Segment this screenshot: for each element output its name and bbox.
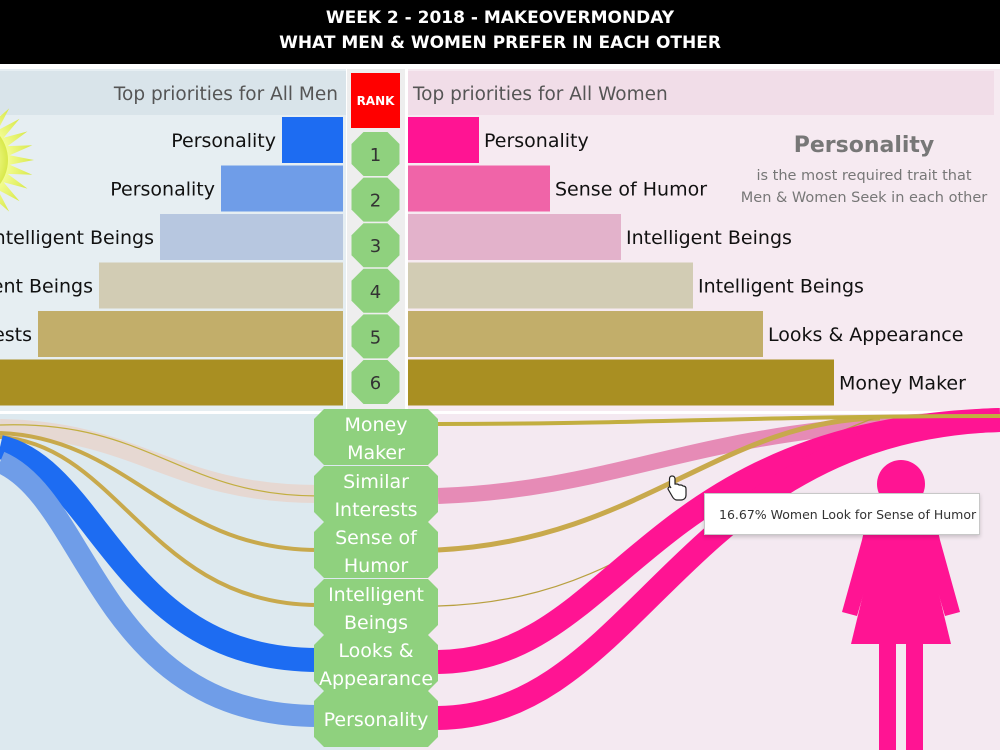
trait-label-2-1: Similar [343,471,409,493]
rank-node-2 [351,177,400,222]
men-bar-2[interactable] [221,165,343,212]
women-bar-label-1: Personality [484,130,589,152]
flow-men-intelligent-beings[interactable] [0,435,319,607]
women-bar-1[interactable] [408,117,479,163]
men-bar-label-5: Similar Interests [0,324,32,346]
header-line-1: WEEK 2 - 2018 - MAKEOVERMONDAY [325,8,675,28]
rank-badge [351,73,400,128]
rank-badge-label: RANK [357,94,396,108]
trait-label-1-1: Money [345,414,408,436]
trait-node-4[interactable] [314,579,438,635]
rank-number-3: 3 [370,236,381,257]
rank-node-6 [351,360,400,404]
flow-men-personality[interactable] [0,451,319,727]
insight-line-1: is the most required trait that [756,168,971,184]
women-bar-4[interactable] [408,262,693,309]
dashboard-header: WEEK 2 - 2018 - MAKEOVERMONDAY WHAT MEN … [0,0,1000,64]
trait-label-2-2: Interests [334,499,417,521]
trait-node-3[interactable] [314,522,438,578]
trait-node-2[interactable] [314,466,438,522]
flow-men-money-maker[interactable] [0,424,319,497]
women-bar-label-5: Looks & Appearance [768,324,963,346]
trait-label-3-1: Sense of [335,527,418,549]
men-bar-6[interactable] [0,359,343,406]
flow-women-money-maker[interactable] [437,414,1000,426]
flow-women-personality[interactable] [437,408,1000,730]
men-bar-label-1: Personality [171,130,276,152]
rank-node-4 [351,268,400,313]
women-bar-label-3: Intelligent Beings [626,227,792,249]
flow-men-looks-appearance[interactable] [0,435,319,672]
men-bar-label-3: Intelligent Beings [0,227,154,249]
trait-label-5-1: Looks & [338,640,413,662]
rank-number-2: 2 [370,191,381,212]
trait-node-1[interactable] [314,409,438,465]
trait-label-6-1: Personality [324,709,429,731]
men-bar-3[interactable] [160,214,343,260]
women-bar-2[interactable] [408,165,550,212]
rank-node-3 [351,223,400,268]
rank-number-1: 1 [370,145,381,166]
men-title: Top priorities for All Men [113,84,338,105]
men-bar-5[interactable] [38,311,343,357]
rank-number-6: 6 [370,373,381,394]
woman-icon [842,460,960,750]
trait-node-5[interactable] [314,635,438,691]
flow-men-sense-of-humor[interactable] [0,431,319,552]
rank-node-1 [351,132,400,176]
women-bar-5[interactable] [408,311,763,357]
hand-cursor-icon [667,475,687,501]
men-bar-1[interactable] [282,117,343,163]
women-title: Top priorities for All Women [412,84,668,105]
women-bar-label-6: Money Maker [839,373,966,395]
header-line-2: WHAT MEN & WOMEN PREFER IN EACH OTHER [279,33,721,53]
trait-label-4-2: Beings [344,612,408,634]
trait-node-6[interactable] [314,691,438,747]
rank-number-5: 5 [370,327,381,348]
women-bar-label-2: Sense of Humor [555,179,707,201]
rank-number-4: 4 [370,282,381,303]
women-bar-3[interactable] [408,214,621,260]
men-header-band [0,71,346,115]
sun-icon [0,108,34,212]
trait-label-4-1: Intelligent [328,584,424,606]
men-bar-label-4: Intelligent Beings [0,276,93,298]
tooltip: 16.67% Women Look for Sense of Humor [704,493,980,535]
women-bar-label-4: Intelligent Beings [698,276,864,298]
rank-node-5 [351,314,400,359]
men-bar-label-2: Personality [110,179,215,201]
women-header-band [408,71,994,115]
insight-line-2: Men & Women Seek in each other [741,190,987,206]
women-bar-6[interactable] [408,359,834,406]
trait-label-1-2: Maker [347,442,405,464]
men-bar-4[interactable] [99,262,343,309]
flow-men-similar-interests[interactable] [0,419,319,503]
trait-label-3-2: Humor [344,555,408,577]
insight-title: Personality [794,133,935,158]
trait-label-5-2: Appearance [319,668,433,690]
